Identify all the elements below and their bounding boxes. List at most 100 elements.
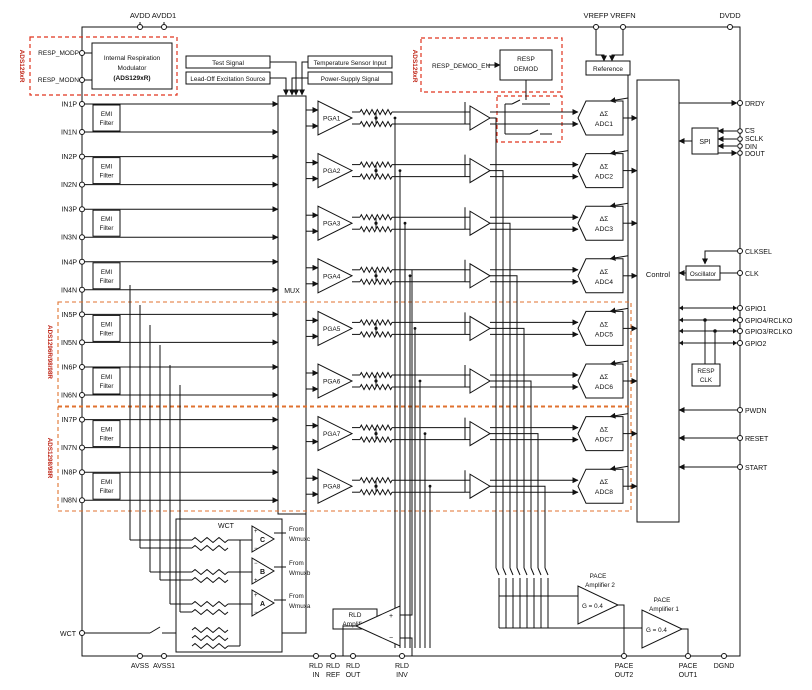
resp-clk-line2: CLK (700, 377, 713, 384)
wct-block: WCT C +− From Wmuxc B −+ From Wmuxb A +−… (129, 285, 311, 653)
resistor (375, 488, 393, 496)
resp-side-label-right: ADS129xR (411, 50, 418, 83)
pin-in4p (79, 258, 85, 265)
resistor (359, 476, 377, 484)
pin-vrefn-label: VREFN (610, 11, 635, 20)
pin-in1n (79, 129, 85, 135)
pin-in1p-label: IN1P (61, 102, 77, 109)
emi-filter-5-line1: EMI (101, 321, 112, 328)
resp-demod-switches (504, 99, 552, 135)
pin-rld-ref-line1: RLD (326, 663, 340, 670)
wct-resistor-4 (191, 576, 229, 584)
wct-title: WCT (218, 523, 235, 530)
resistor (375, 424, 393, 432)
wct-from-c-line2: Wmuxc (289, 536, 310, 543)
pin-start-label: START (745, 465, 768, 472)
svg-text:+: + (254, 593, 258, 599)
wct-from-b-line2: Wmuxb (289, 570, 311, 577)
group-label-7-8: ADS1298/98R (46, 438, 53, 479)
resistor (375, 108, 393, 116)
pin-in7n (79, 444, 85, 451)
pga-4 (317, 257, 354, 294)
adc7-ref (609, 412, 629, 419)
adc8-ref (609, 465, 629, 472)
pin-in6p (79, 364, 85, 370)
pin-clksel-label: CLKSEL (745, 249, 772, 256)
node-dot (413, 327, 417, 330)
pin-avdd-label: AVDD (130, 11, 151, 20)
pace-switch-6 (530, 567, 535, 576)
pace-tap-buffer-3 (469, 210, 491, 237)
wct-from-b-line1: From (289, 560, 304, 567)
resp-demod-line2: DEMOD (514, 66, 539, 73)
emi-filter-8-line2: Filter (100, 488, 114, 495)
pace-tap-buffer-1 (469, 105, 491, 131)
resistor (359, 318, 377, 326)
pace2-gain: G = 0.4 (582, 603, 603, 610)
pin-in2p-label: IN2P (61, 154, 77, 161)
pin-in2n-label: IN2N (61, 182, 77, 189)
pin-in3p-label: IN3P (61, 207, 77, 214)
resp-demod-region (420, 37, 563, 93)
pin-in6n (79, 392, 85, 398)
pin-avss-label: AVSS (131, 663, 149, 670)
pin-rld-ref-line2: REF (326, 672, 340, 679)
wct-resistor-6 (191, 608, 229, 616)
resistor (375, 318, 393, 326)
resp-demod-en-label: RESP_DEMOD_EN (432, 63, 490, 70)
pin-cs-label: CS (745, 128, 755, 135)
right-interface: DRDY SPI CS SCLK DIN DOUT CLKSEL Oscilla… (678, 100, 793, 472)
emi-filter-3-line1: EMI (101, 216, 112, 223)
wct-amp-c-label: C (260, 537, 265, 544)
adc-6-line1: ΔΣ (600, 374, 609, 381)
node-dot (403, 221, 407, 225)
pga-5-label: PGA5 (323, 326, 341, 333)
adc2-ref (609, 149, 629, 156)
spi-label: SPI (699, 139, 710, 146)
svg-text:−: − (389, 635, 393, 642)
pga-8-label: PGA8 (323, 484, 341, 491)
resp-clk-box (691, 363, 721, 387)
wct-amp-c: C +− From Wmuxc (251, 525, 310, 553)
emi-filter-2-line2: Filter (100, 173, 114, 180)
pace2-title-line1: PACE (590, 573, 607, 580)
pin-in2p (79, 153, 85, 160)
pace-tap-buffer-7 (469, 420, 491, 447)
resistor (359, 278, 377, 286)
pin-in3n (79, 234, 85, 241)
adc6-ref (609, 360, 629, 367)
resp-demod-box (499, 49, 553, 81)
temp-sensor-label: Temperature Sensor Input (314, 60, 387, 67)
svg-text:+: + (389, 613, 393, 620)
resp-modulator-region (29, 36, 178, 96)
pin-in6p-label: IN6P (61, 365, 77, 372)
wct-resistor-3 (191, 568, 229, 576)
rld-amplifier: RLD Amplifier + − (332, 270, 413, 656)
resistor (359, 330, 377, 338)
adc-5 (577, 310, 624, 346)
adc-2-line1: ΔΣ (600, 164, 609, 171)
pace-switch-3 (509, 567, 514, 576)
pace-bus-tap (490, 485, 546, 568)
control-block (636, 79, 680, 523)
pin-in5n-label: IN5N (61, 340, 77, 347)
pace-bus-tap (490, 380, 532, 568)
pace-amplifier-1: G = 0.4 PACE Amplifier 1 (641, 597, 689, 656)
top-supply-pins: AVDD AVDD1 VREFP VREFN DVDD (130, 11, 741, 30)
pin-vrefp-label: VREFP (583, 11, 608, 20)
pace-switch-5 (523, 567, 528, 576)
pace1-gain: G = 0.4 (646, 627, 667, 634)
wct-amp-b-label: B (260, 569, 265, 576)
node-dot (393, 116, 397, 120)
power-supply-label: Power-Supply Signal (321, 76, 379, 83)
wct-from-a-line1: From (289, 593, 304, 600)
adc-4-line2: ADC4 (595, 279, 613, 286)
pace-bus-tap (490, 275, 518, 568)
pga-2 (317, 152, 354, 189)
